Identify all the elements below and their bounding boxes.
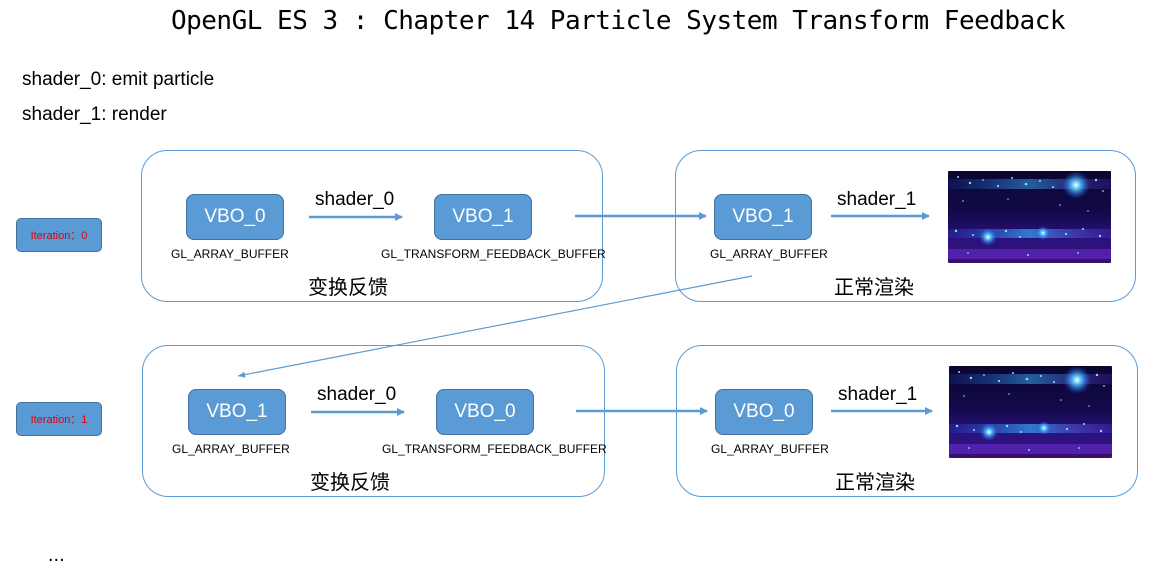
render-shader-label-1: shader_1 [838, 384, 918, 405]
vbo-render-0: VBO_1 [714, 194, 812, 240]
particle-render-image-0 [948, 171, 1111, 263]
emit-shader-label-1: shader_0 [317, 384, 397, 405]
buffer-label-dst-1: GL_TRANSFORM_FEEDBACK_BUFFER [382, 442, 607, 456]
feedback-label-1: 变换反馈 [310, 470, 390, 494]
render-label-1: 正常渲染 [835, 470, 915, 494]
continuation-ellipsis: ... [48, 544, 65, 566]
render-label-0: 正常渲染 [834, 275, 914, 299]
vbo-src-1: VBO_1 [188, 389, 286, 435]
buffer-label-dst-0: GL_TRANSFORM_FEEDBACK_BUFFER [381, 247, 606, 261]
iteration-badge-0: Iteration：0 [16, 218, 102, 252]
feedback-panel-1 [142, 345, 605, 497]
arrow-feedback-loop [237, 275, 753, 378]
render-shader-label-0: shader_1 [837, 189, 917, 210]
buffer-label-src-1: GL_ARRAY_BUFFER [172, 442, 290, 456]
diagram-title: OpenGL ES 3 : Chapter 14 Particle System… [170, 6, 1066, 36]
buffer-label-render-1: GL_ARRAY_BUFFER [711, 442, 829, 456]
buffer-label-src-0: GL_ARRAY_BUFFER [171, 247, 289, 261]
feedback-label-0: 变换反馈 [308, 275, 388, 299]
vbo-src-0: VBO_0 [186, 194, 284, 240]
buffer-label-render-0: GL_ARRAY_BUFFER [710, 247, 828, 261]
emit-shader-label-0: shader_0 [315, 189, 395, 210]
feedback-panel-0 [141, 150, 603, 302]
vbo-dst-0: VBO_1 [434, 194, 532, 240]
particle-render-image-1 [949, 366, 1112, 458]
note-shader-0: shader_0: emit particle [22, 69, 215, 90]
vbo-dst-1: VBO_0 [436, 389, 534, 435]
vbo-render-1: VBO_0 [715, 389, 813, 435]
render-panel-0 [675, 150, 1136, 302]
note-shader-1: shader_1: render [22, 104, 167, 125]
iteration-badge-1: Iteration：1 [16, 402, 102, 436]
render-panel-1 [676, 345, 1138, 497]
